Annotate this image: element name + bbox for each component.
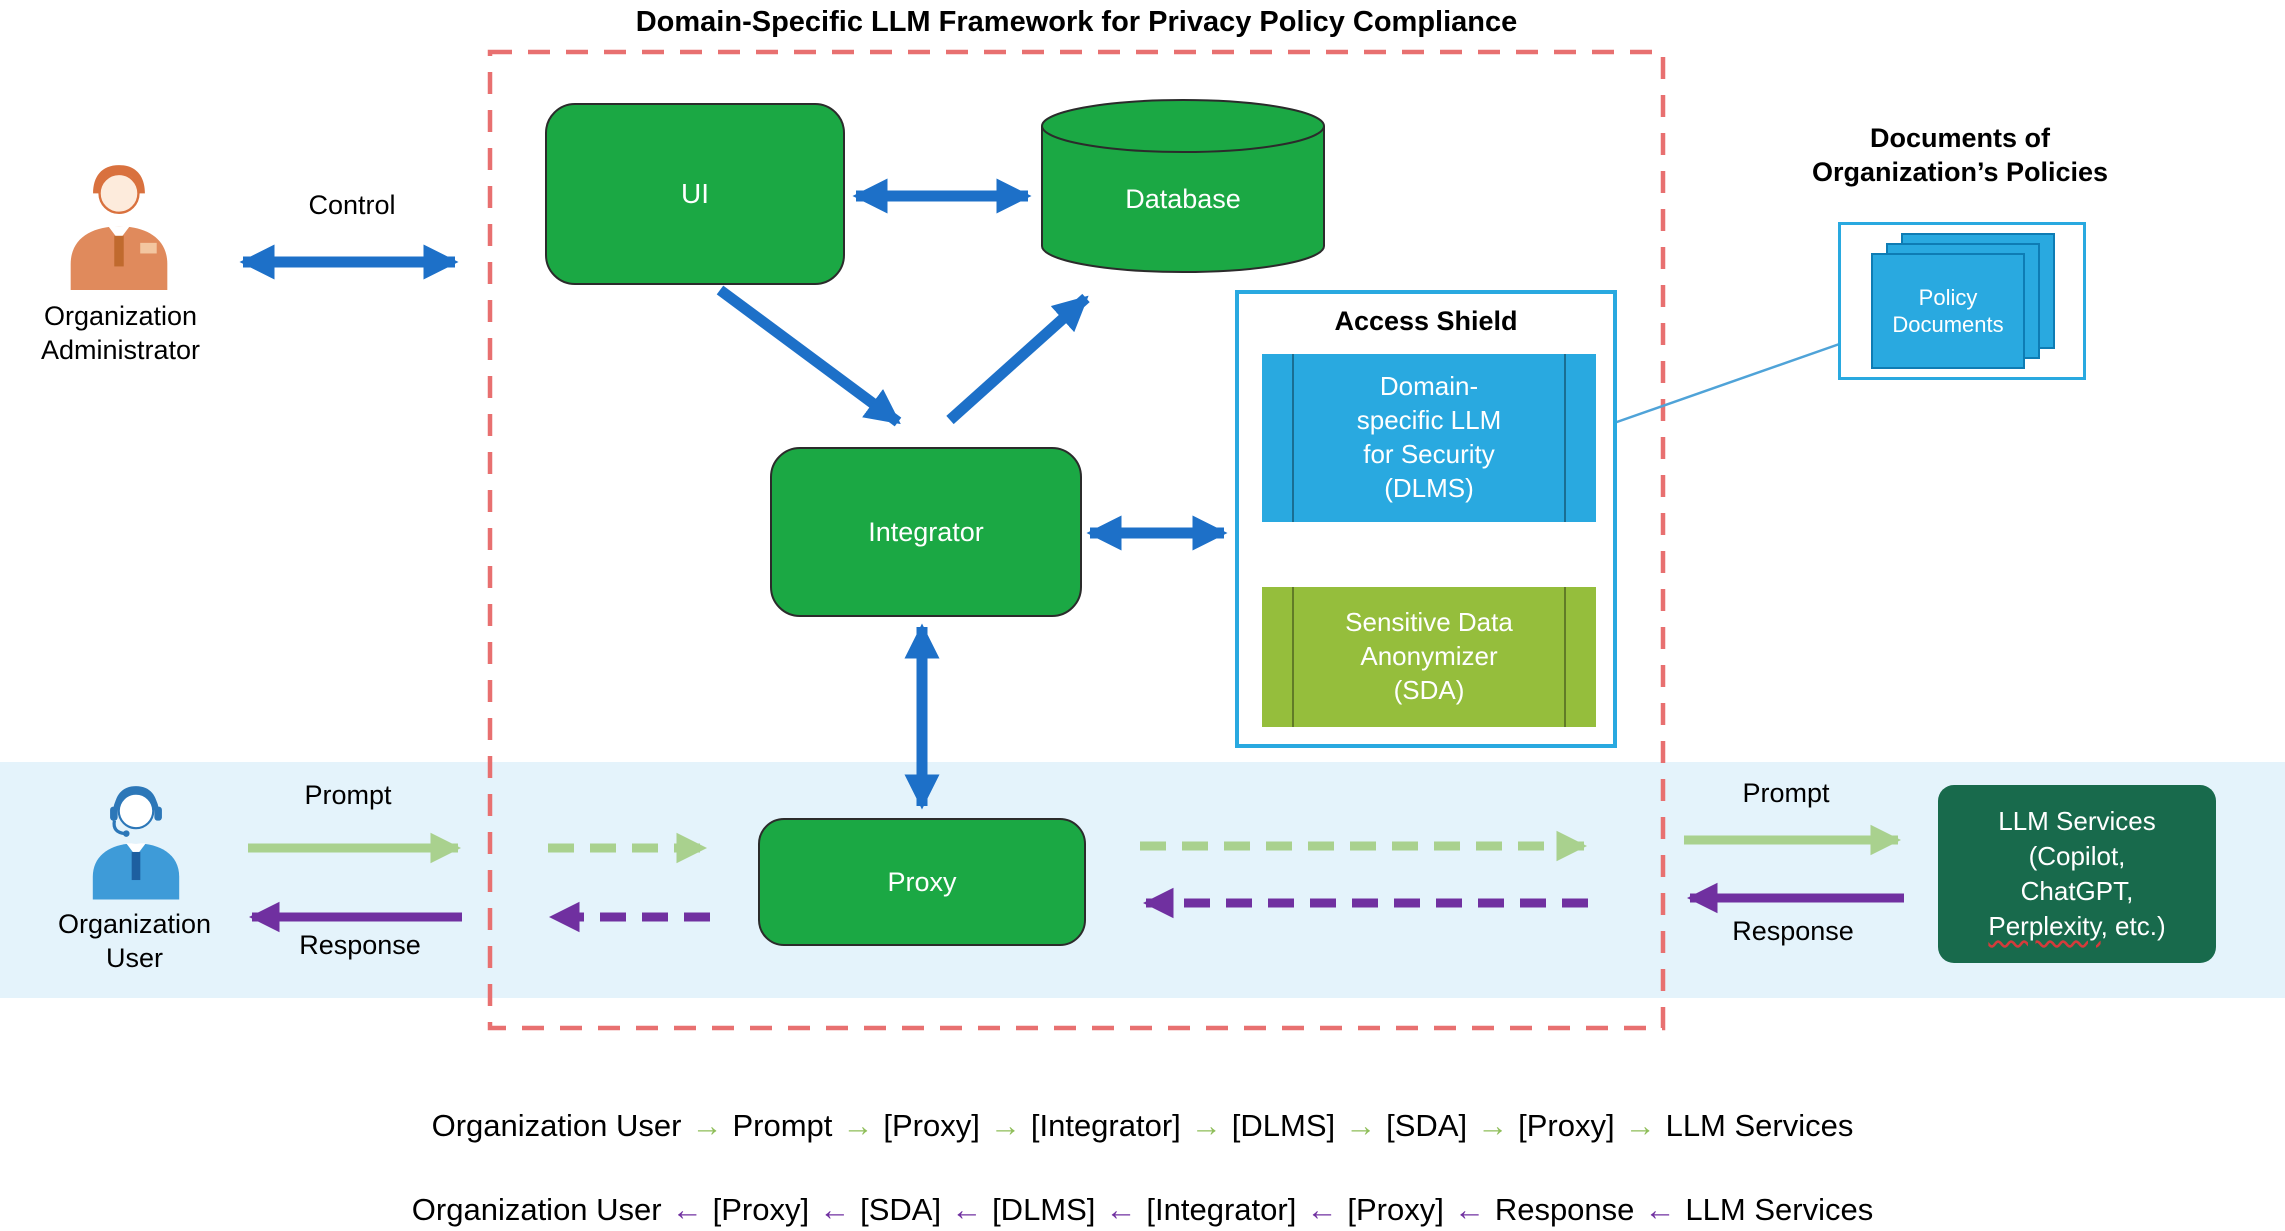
llm-services-line3: ChatGPT, [2020, 876, 2134, 906]
node-integrator-label: Integrator [868, 516, 984, 547]
dlms-label: Domain-specific LLM for Security (DLMS) [1356, 371, 1502, 503]
llm-services-box: LLM Services (Copilot, ChatGPT, Perplexi… [1938, 785, 2216, 963]
llm-services-line2: (Copilot, [2028, 840, 2126, 871]
node-integrator: Integrator [770, 447, 1082, 617]
node-ui-label: UI [681, 178, 709, 209]
prompt-right-label: Prompt [1742, 778, 1830, 808]
integrator-database-arrow [946, 293, 1090, 425]
node-ui: UI [545, 103, 845, 285]
documents-title: Documents of Organization’s Policies [1811, 123, 2109, 187]
dlms-right-bar [1564, 354, 1566, 522]
llm-services-line1: LLM Services [1998, 805, 2156, 836]
response-right-label: Response [1732, 916, 1854, 946]
dlms-box: Domain-specific LLM for Security (DLMS) [1262, 354, 1596, 522]
sda-left-bar [1292, 587, 1294, 727]
organization-user-icon [92, 786, 180, 900]
policy-page-front: Policy Documents [1871, 253, 2025, 369]
dlms-left-bar [1292, 354, 1294, 522]
prompt-left-label: Prompt [304, 780, 392, 810]
forward-flow-line: Organization User→Prompt→[Proxy]→[Integr… [431, 1108, 1854, 1143]
sda-right-bar [1564, 587, 1566, 727]
llm-services-perplexity: Perplexity [1988, 911, 2101, 942]
response-left-label: Response [299, 930, 421, 960]
policy-documents-label: Policy Documents [1892, 284, 2004, 338]
database-cylinder-icon [1041, 99, 1325, 273]
policy-to-dlms-arrow [1591, 332, 1869, 433]
organization-administrator-label: Organization Administrator [40, 301, 201, 365]
node-proxy-label: Proxy [887, 866, 957, 897]
access-shield-title: Access Shield [1334, 306, 1518, 336]
sda-label: Sensitive Data Anonymizer (SDA) [1345, 607, 1513, 705]
policy-documents-icon: Policy Documents [1838, 222, 2086, 380]
organization-administrator-icon [70, 165, 168, 290]
node-database: Database [1036, 96, 1330, 276]
ui-integrator-arrow [716, 285, 902, 427]
backward-flow-line: Organization User←[Proxy]←[SDA]←[DLMS]←[… [411, 1192, 1874, 1227]
node-proxy: Proxy [758, 818, 1086, 946]
llm-services-line4: Perplexity, etc.) [1938, 909, 2216, 944]
organization-user-label: Organization User [57, 909, 212, 973]
access-shield-panel: Access Shield Domain-specific LLM for Se… [1235, 290, 1617, 748]
control-label: Control [308, 190, 396, 220]
sda-box: Sensitive Data Anonymizer (SDA) [1262, 587, 1596, 727]
node-database-label: Database [1125, 184, 1241, 214]
diagram-title: Domain-Specific LLM Framework for Privac… [635, 6, 1518, 38]
llm-services-line4-rest: , etc.) [2100, 911, 2166, 942]
